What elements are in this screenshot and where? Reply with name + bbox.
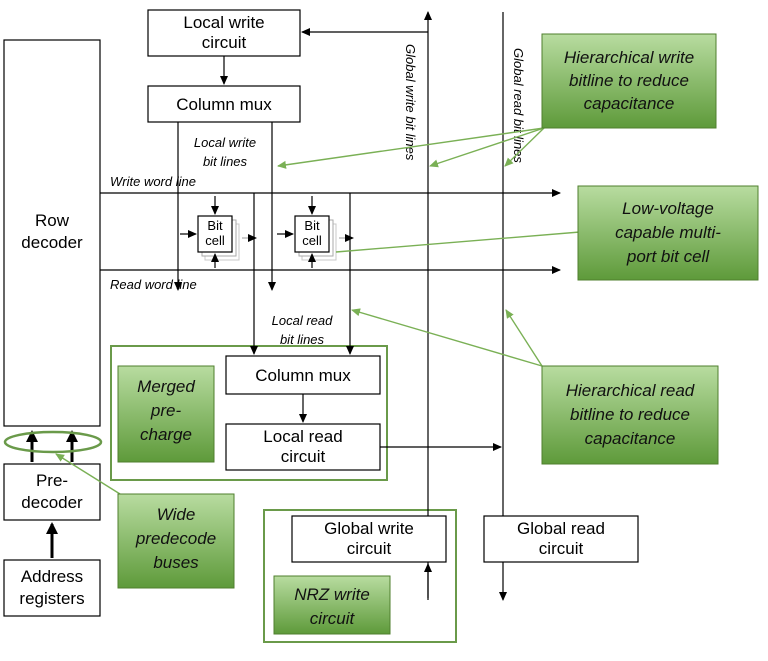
column-mux-bottom-label: Column mux: [255, 366, 351, 385]
row-decoder-label-1: Row: [35, 211, 70, 230]
row-decoder-label-2: decoder: [21, 233, 83, 252]
row-decoder-box: [3, 39, 101, 427]
callout-low-voltage-line-3: port bit cell: [626, 247, 710, 266]
local-read-bitlines-label-1: Local read: [272, 313, 333, 328]
callout-merged-precharge: Merged pre- charge: [117, 365, 215, 463]
hier-write-connector-1: [277, 127, 545, 169]
local-read-bitlines-label-2: bit lines: [280, 332, 325, 347]
address-registers-label-1: Address: [21, 567, 83, 586]
callout-hier-read-line-3: capacitance: [585, 429, 676, 448]
callout-hier-write-line-3: capacitance: [584, 94, 675, 113]
global-write-circuit-box: [291, 515, 447, 563]
bit-cell-2: Bit cell: [277, 196, 354, 268]
wide-predecode-bus-ellipse: [3, 430, 103, 454]
callout-merged-line-3: charge: [140, 425, 192, 444]
callout-low-voltage: Low-voltage capable multi- port bit cell: [577, 185, 759, 281]
predecoder-label-2: decoder: [21, 493, 83, 512]
callout-merged-line-1: Merged: [137, 377, 195, 396]
column-mux-top-box: [147, 85, 301, 123]
local-write-bitlines-label-1: Local write: [194, 135, 256, 150]
hier-read-connector-2: [505, 309, 543, 367]
predecoder-box: [3, 463, 101, 521]
bit-cell-2-label-1: Bit: [304, 218, 320, 233]
address-registers-label-2: registers: [19, 589, 84, 608]
bit-cell-2-label-2: cell: [302, 233, 322, 248]
callout-nrz-line-1: NRZ write: [294, 585, 370, 604]
callout-hier-read-line-1: Hierarchical read: [566, 381, 695, 400]
callout-nrz-line-2: circuit: [310, 609, 356, 628]
bit-cell-1: Bit cell: [180, 196, 257, 268]
callout-wide-line-3: buses: [153, 553, 199, 572]
bit-cell-1-label-2: cell: [205, 233, 225, 248]
callout-hierarchical-write: Hierarchical write bitline to reduce cap…: [541, 33, 717, 129]
global-read-circuit-box: [483, 515, 639, 563]
wide-predecode-connector: [55, 453, 121, 495]
global-read-bitlines-label: Global read bit lines: [511, 48, 526, 163]
column-mux-bottom-box: [225, 355, 381, 395]
address-registers-box: [3, 559, 101, 617]
global-write-group-outline: [263, 509, 457, 643]
global-read-circuit-label-2: circuit: [539, 539, 584, 558]
hier-write-connector-2: [429, 127, 545, 168]
callout-low-voltage-line-2: capable multi-: [615, 223, 721, 242]
precharge-group-outline: [110, 345, 388, 481]
callout-hier-read-line-2: bitline to reduce: [570, 405, 690, 424]
callout-hier-write-line-2: bitline to reduce: [569, 71, 689, 90]
callout-wide-line-1: Wide: [157, 505, 196, 524]
bit-cell-1-label-1: Bit: [207, 218, 223, 233]
column-mux-top-label: Column mux: [176, 95, 272, 114]
callout-hierarchical-read: Hierarchical read bitline to reduce capa…: [541, 365, 719, 465]
callout-wide-predecode: Wide predecode buses: [117, 493, 235, 589]
callout-merged-line-2: pre-: [150, 401, 182, 420]
callout-wide-line-2: predecode: [135, 529, 216, 548]
local-write-bitlines-label-2: bit lines: [203, 154, 248, 169]
callout-nrz-write: NRZ write circuit: [273, 575, 391, 635]
global-write-circuit-label-2: circuit: [347, 539, 392, 558]
local-read-circuit-box: [225, 423, 381, 471]
local-read-circuit-label-1: Local read: [263, 427, 342, 446]
local-write-circuit-label-1: Local write: [183, 13, 264, 32]
callout-hier-write-line-1: Hierarchical write: [564, 48, 694, 67]
predecoder-label-1: Pre-: [36, 471, 68, 490]
write-word-line-label: Write word line: [110, 174, 196, 189]
hier-write-connector-3: [504, 127, 545, 167]
local-write-circuit-label-2: circuit: [202, 33, 247, 52]
hier-read-connector-1: [351, 308, 543, 367]
low-voltage-connector: [335, 231, 581, 253]
global-write-bitlines-label: Global write bit lines: [403, 44, 418, 161]
local-write-circuit-box: [147, 9, 301, 57]
global-read-circuit-label-1: Global read: [517, 519, 605, 538]
global-write-circuit-label-1: Global write: [324, 519, 414, 538]
callout-low-voltage-line-1: Low-voltage: [622, 199, 714, 218]
read-word-line-label: Read word line: [110, 277, 197, 292]
local-read-circuit-label-2: circuit: [281, 447, 326, 466]
